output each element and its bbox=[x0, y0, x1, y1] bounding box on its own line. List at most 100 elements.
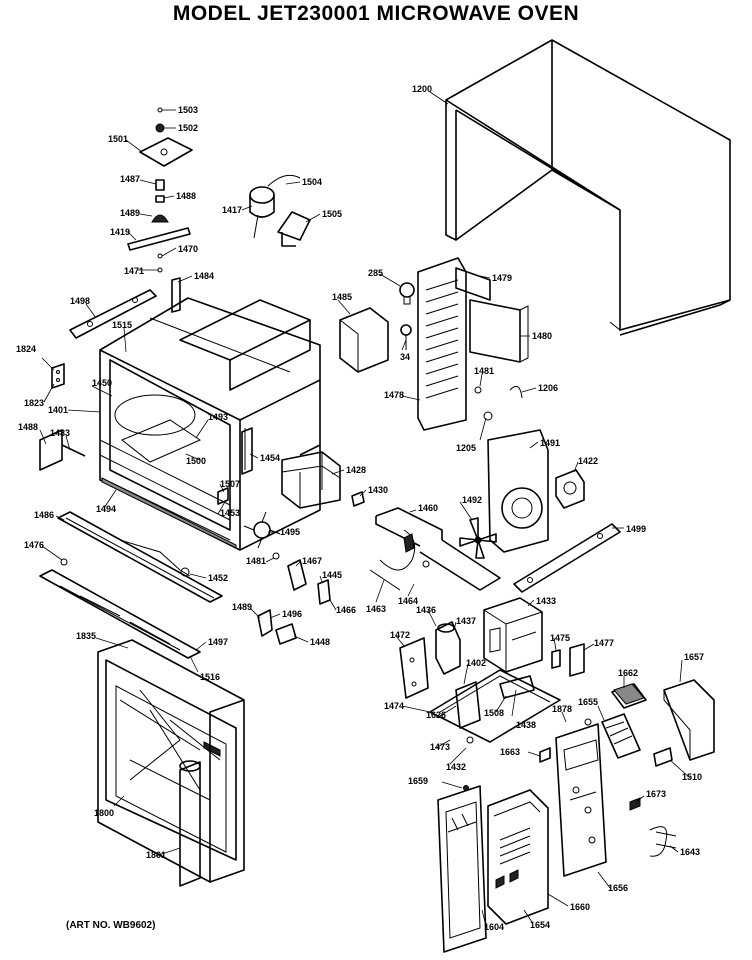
label-1491: 1491 bbox=[540, 438, 560, 448]
label-1489b: 1489 bbox=[232, 602, 252, 612]
label-1659: 1659 bbox=[408, 776, 428, 786]
label-1486: 1486 bbox=[34, 510, 54, 520]
label-1488: 1488 bbox=[176, 191, 196, 201]
label-1460: 1460 bbox=[418, 503, 438, 513]
leader-lines bbox=[39, 91, 691, 927]
label-1430: 1430 bbox=[368, 485, 388, 495]
label-1467: 1467 bbox=[302, 556, 322, 566]
art-number-note: (ART NO. WB9602) bbox=[66, 920, 156, 931]
label-1800: 1800 bbox=[94, 808, 114, 818]
label-1475: 1475 bbox=[550, 633, 570, 643]
label-1436: 1436 bbox=[416, 605, 436, 615]
page-title: MODEL JET230001 MICROWAVE OVEN bbox=[172, 2, 580, 25]
label-1505: 1505 bbox=[322, 209, 342, 219]
label-1502: 1502 bbox=[178, 123, 198, 133]
top-bracket-strip bbox=[69, 289, 157, 339]
lamp-parts bbox=[339, 282, 415, 373]
label-1402: 1402 bbox=[466, 658, 486, 668]
label-1479: 1479 bbox=[492, 273, 512, 283]
label-1206: 1206 bbox=[538, 383, 558, 393]
label-1419: 1419 bbox=[110, 227, 130, 237]
control-parts bbox=[539, 679, 715, 767]
label-1488b: 1488 bbox=[18, 422, 38, 432]
label-1497: 1497 bbox=[208, 637, 228, 647]
fan-blade-large bbox=[459, 517, 497, 559]
rear-duct-assembly bbox=[417, 257, 529, 431]
label-1448: 1448 bbox=[310, 637, 330, 647]
label-1498: 1498 bbox=[70, 296, 90, 306]
label-1643: 1643 bbox=[680, 847, 700, 857]
label-1445: 1445 bbox=[322, 570, 342, 580]
label-1470: 1470 bbox=[178, 244, 198, 254]
fan-housing bbox=[487, 429, 585, 553]
label-1485: 1485 bbox=[332, 292, 352, 302]
label-1654: 1654 bbox=[530, 920, 550, 930]
relay-switches bbox=[551, 643, 585, 677]
label-1454: 1454 bbox=[260, 453, 280, 463]
label-1422: 1422 bbox=[578, 456, 598, 466]
label-1663: 1663 bbox=[500, 747, 520, 757]
left-side-parts bbox=[39, 363, 86, 471]
label-1515: 1515 bbox=[112, 320, 132, 330]
side-bracket-1472 bbox=[399, 637, 429, 699]
label-1478: 1478 bbox=[384, 390, 404, 400]
label-1503: 1503 bbox=[178, 105, 198, 115]
label-1495: 1495 bbox=[280, 527, 300, 537]
label-1501: 1501 bbox=[108, 134, 128, 144]
label-1471: 1471 bbox=[124, 266, 144, 276]
fan-blade-small bbox=[243, 511, 281, 549]
label-1474: 1474 bbox=[384, 701, 404, 711]
label-1496: 1496 bbox=[282, 609, 302, 619]
base-bracket-harness bbox=[369, 507, 501, 591]
label-1401: 1401 bbox=[48, 405, 68, 415]
label-1480: 1480 bbox=[532, 331, 552, 341]
label-1472: 1472 bbox=[390, 630, 410, 640]
base-plate bbox=[429, 669, 561, 744]
label-1835: 1835 bbox=[76, 631, 96, 641]
transformer bbox=[483, 597, 543, 673]
oven-cavity-chassis bbox=[99, 297, 321, 551]
control-board bbox=[555, 723, 677, 877]
label-1476: 1476 bbox=[24, 540, 44, 550]
stirrer-motor bbox=[249, 174, 311, 247]
label-1489: 1489 bbox=[120, 208, 140, 218]
label-1452: 1452 bbox=[208, 573, 228, 583]
label-1463: 1463 bbox=[366, 604, 386, 614]
label-1801: 1801 bbox=[146, 850, 166, 860]
label-1504: 1504 bbox=[302, 177, 322, 187]
touch-membrane bbox=[487, 789, 549, 925]
label-1492: 1492 bbox=[462, 495, 482, 505]
label-1516: 1516 bbox=[200, 672, 220, 682]
label-1662: 1662 bbox=[618, 668, 638, 678]
label-1433: 1433 bbox=[536, 596, 556, 606]
part-labels: 1200 1503 1502 1501 1487 1488 1489 1419 … bbox=[16, 84, 704, 932]
label-1483: 1483 bbox=[50, 428, 70, 438]
clip-1430 bbox=[351, 491, 365, 507]
label-1453: 1453 bbox=[220, 508, 240, 518]
interlock-switches bbox=[257, 552, 331, 645]
label-1438: 1438 bbox=[516, 720, 536, 730]
label-1464: 1464 bbox=[398, 596, 418, 606]
label-1200: 1200 bbox=[412, 84, 432, 94]
side-strip bbox=[171, 277, 181, 313]
label-1673: 1673 bbox=[646, 789, 666, 799]
outer-cabinet-wrapper bbox=[445, 39, 731, 336]
label-1824: 1824 bbox=[16, 344, 36, 354]
screw-1659 bbox=[463, 785, 469, 791]
label-34: 34 bbox=[400, 352, 410, 362]
front-bottom-strip bbox=[57, 511, 223, 603]
label-1660: 1660 bbox=[570, 902, 590, 912]
label-1494: 1494 bbox=[96, 504, 116, 514]
label-1493: 1493 bbox=[208, 412, 228, 422]
right-bracket-strip bbox=[513, 523, 621, 593]
control-panel-frame bbox=[437, 785, 487, 953]
label-1487: 1487 bbox=[120, 174, 140, 184]
door-assembly bbox=[97, 639, 245, 883]
label-1510: 1510 bbox=[682, 772, 702, 782]
label-1428: 1428 bbox=[346, 465, 366, 475]
label-1481: 1481 bbox=[246, 556, 266, 566]
label-1477: 1477 bbox=[594, 638, 614, 648]
label-1473: 1473 bbox=[430, 742, 450, 752]
label-1432: 1432 bbox=[446, 762, 466, 772]
label-1508: 1508 bbox=[484, 708, 504, 718]
